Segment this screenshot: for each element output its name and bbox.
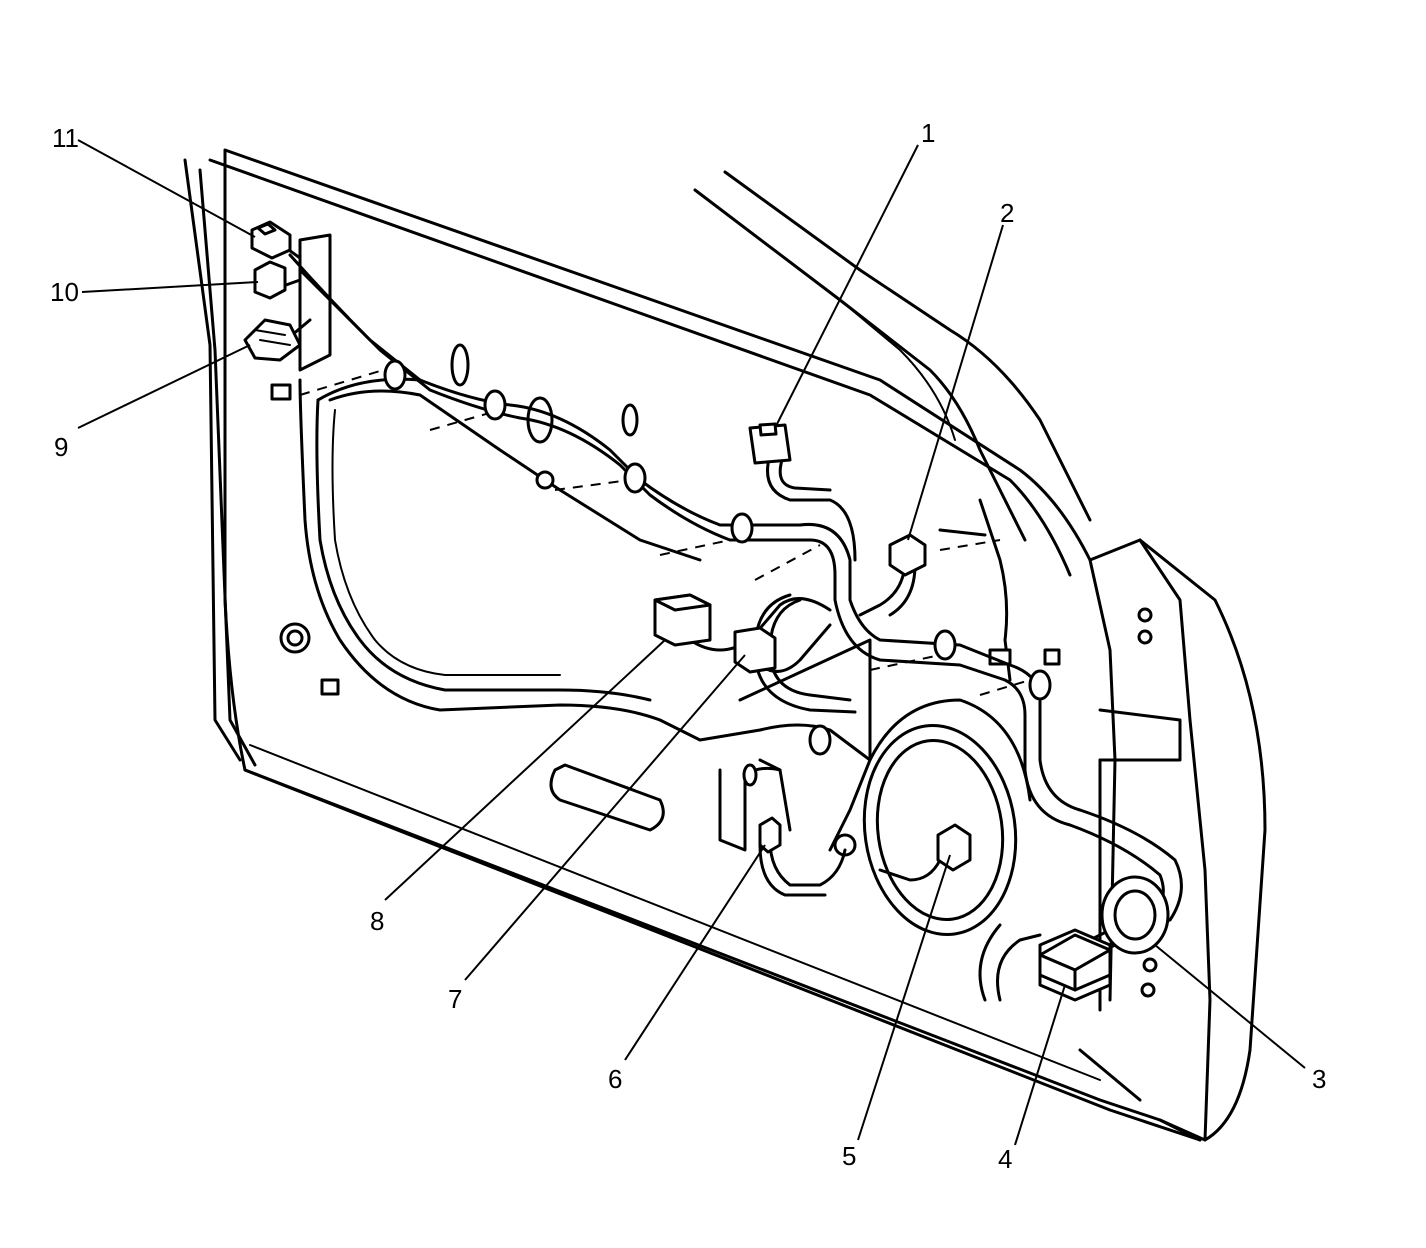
connector-2: [888, 533, 927, 577]
leader-1: [774, 144, 919, 429]
connector-11: [250, 220, 292, 260]
connector-6: [758, 816, 782, 854]
leader-11: [77, 139, 256, 238]
harness-grommet: [1100, 875, 1170, 955]
connector-5: [936, 823, 972, 872]
callout-9: 9: [54, 432, 68, 462]
leader-9: [77, 344, 251, 429]
inner-panel: [298, 233, 1212, 1142]
callout-10: 10: [50, 277, 79, 307]
window-frame: [693, 170, 1092, 542]
leader-4: [1014, 984, 1066, 1146]
callout-7: 7: [448, 984, 462, 1014]
leader-8: [384, 639, 666, 901]
door-outer-panel: [183, 148, 1267, 1142]
callout-11: 11: [52, 123, 79, 153]
callout-3: 3: [1312, 1064, 1326, 1094]
connector-7: [733, 626, 777, 674]
callout-6: 6: [608, 1064, 622, 1094]
leader-lines: [77, 139, 1306, 1146]
leader-2: [907, 224, 1004, 541]
leader-5: [857, 854, 951, 1141]
callout-1: 1: [921, 118, 935, 148]
speaker-opening: [862, 698, 1032, 937]
callout-5: 5: [842, 1141, 856, 1171]
wiring-harness: [270, 238, 1183, 962]
leader-10: [81, 281, 259, 293]
callout-2: 2: [1000, 198, 1014, 228]
connector-9: [243, 318, 302, 362]
callout-4: 4: [998, 1144, 1012, 1174]
connector-4: [1038, 933, 1112, 992]
connector-8: [653, 593, 712, 647]
leader-3: [1154, 944, 1306, 1069]
leader-7: [464, 654, 746, 981]
callout-labels: 1 2 3 4 5 6 7 8 9 10 11: [50, 118, 1326, 1174]
leader-6: [624, 844, 766, 1061]
connector-10: [253, 260, 287, 300]
callout-8: 8: [370, 906, 384, 936]
panel-holes: [270, 343, 1158, 1002]
connector-1: [748, 422, 792, 465]
